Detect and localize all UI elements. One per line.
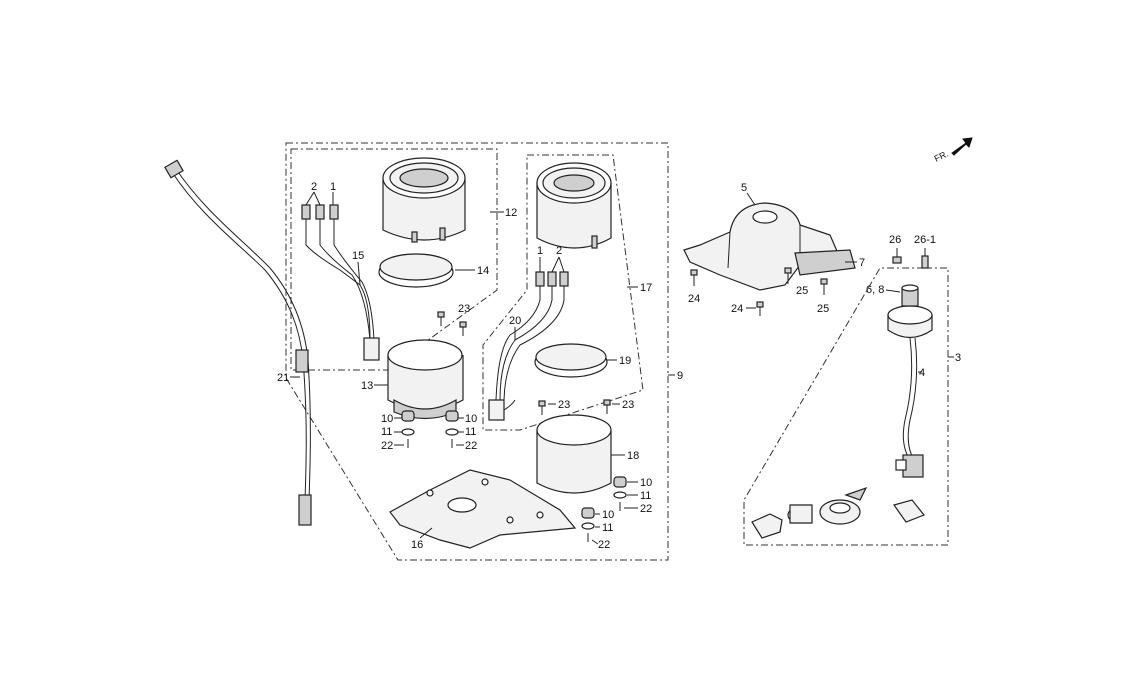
label-10-d: 10 bbox=[602, 509, 614, 521]
cover-stay bbox=[794, 249, 856, 276]
label-22-b: 22 bbox=[465, 440, 477, 452]
label-1-speedo: 1 bbox=[330, 181, 336, 193]
mount-hardware-right bbox=[581, 476, 627, 542]
label-10-a: 10 bbox=[381, 413, 393, 425]
speedometer-cable bbox=[164, 159, 312, 526]
speedometer-bulb-wiring bbox=[301, 204, 380, 361]
label-23-tacho-b: 23 bbox=[622, 399, 634, 411]
lock-set-parts bbox=[751, 486, 925, 539]
label-23-speedo: 23 bbox=[458, 303, 470, 315]
label-16: 16 bbox=[411, 539, 423, 551]
label-17: 17 bbox=[640, 282, 652, 294]
label-20: 20 bbox=[509, 315, 521, 327]
screw-23-tacho bbox=[538, 399, 611, 415]
label-26: 26 bbox=[889, 234, 901, 246]
tachometer-subframe bbox=[482, 154, 644, 431]
label-9: 9 bbox=[677, 370, 683, 382]
label-22-d: 22 bbox=[598, 539, 610, 551]
screw-26-1 bbox=[921, 248, 929, 269]
tachometer-ring bbox=[534, 343, 608, 378]
label-23-tacho-a: 23 bbox=[558, 399, 570, 411]
bolt-24 bbox=[690, 269, 764, 316]
label-1-tacho: 1 bbox=[537, 245, 543, 257]
label-2-speedo: 2 bbox=[311, 181, 317, 193]
label-11-d: 11 bbox=[602, 522, 613, 534]
front-indicator-label: FR. bbox=[933, 149, 950, 164]
label-26-1: 26-1 bbox=[914, 234, 936, 246]
label-15: 15 bbox=[352, 250, 364, 262]
label-11-b: 11 bbox=[465, 426, 476, 438]
speedometer-subframe bbox=[290, 148, 498, 371]
ignition-switch bbox=[887, 284, 933, 478]
label-22-a: 22 bbox=[381, 440, 393, 452]
label-18: 18 bbox=[627, 450, 639, 462]
label-25-a: 25 bbox=[796, 285, 808, 297]
label-14: 14 bbox=[477, 265, 489, 277]
speedometer-gauge bbox=[382, 157, 466, 243]
speedometer-ring bbox=[378, 253, 454, 288]
speedometer-case bbox=[387, 339, 464, 420]
label-10-b: 10 bbox=[465, 413, 477, 425]
screw-23-speedo bbox=[437, 311, 467, 336]
handlebar-cover bbox=[683, 202, 841, 291]
label-6-8: 6, 8 bbox=[866, 284, 884, 296]
label-25-b: 25 bbox=[817, 303, 829, 315]
label-5: 5 bbox=[741, 182, 747, 194]
label-11-c: 11 bbox=[640, 490, 651, 502]
label-7: 7 bbox=[859, 257, 865, 269]
label-22-c: 22 bbox=[640, 503, 652, 515]
label-2-tacho: 2 bbox=[556, 245, 562, 257]
front-direction-arrow-icon bbox=[951, 137, 973, 156]
label-19: 19 bbox=[619, 355, 631, 367]
mount-hardware-left bbox=[401, 410, 459, 448]
screw-26 bbox=[892, 248, 902, 264]
tachometer-case bbox=[536, 414, 612, 494]
label-13: 13 bbox=[361, 380, 373, 392]
label-3: 3 bbox=[955, 352, 961, 364]
label-12: 12 bbox=[505, 207, 517, 219]
label-24-b: 24 bbox=[731, 303, 743, 315]
main-assembly-frame bbox=[285, 142, 669, 561]
label-4: 4 bbox=[919, 367, 925, 379]
label-24-a: 24 bbox=[688, 293, 700, 305]
bolt-25 bbox=[784, 267, 828, 295]
tachometer-gauge bbox=[536, 162, 612, 249]
label-11-a: 11 bbox=[381, 426, 392, 438]
meter-bracket bbox=[389, 469, 577, 549]
label-10-c: 10 bbox=[640, 477, 652, 489]
tachometer-bulb-wiring bbox=[488, 271, 569, 421]
label-21: 21 bbox=[277, 372, 289, 384]
